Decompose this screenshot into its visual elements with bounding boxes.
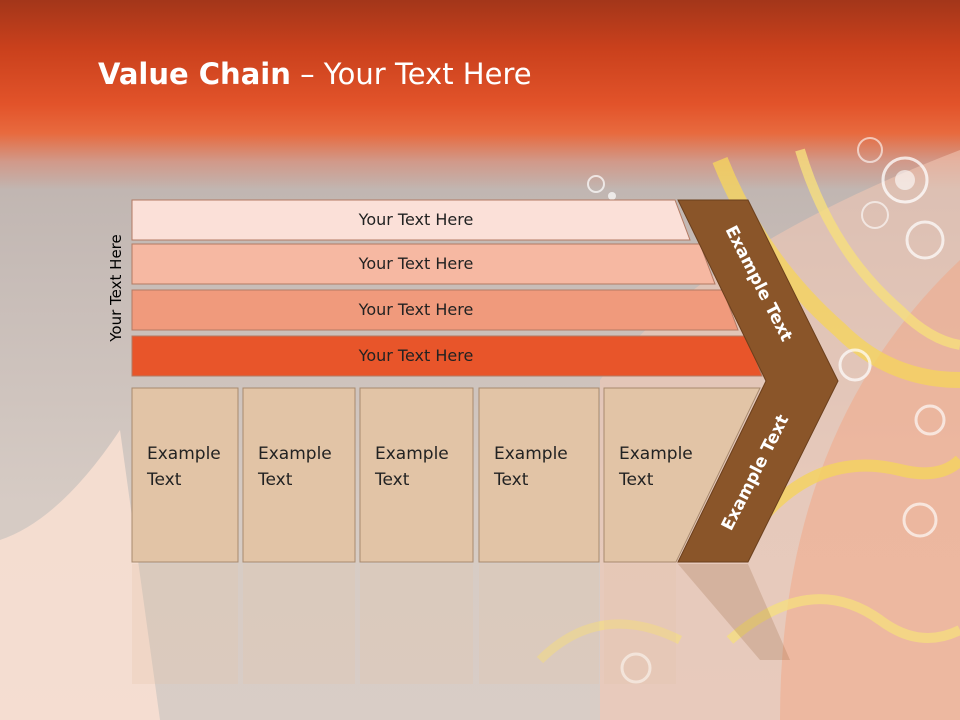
primary-box-line2-4: Text xyxy=(493,470,529,490)
slide-title: Value Chain – Your Text Here xyxy=(98,56,532,92)
primary-box-line1-4: Example xyxy=(494,444,568,464)
primary-box-line1-2: Example xyxy=(258,444,332,464)
support-row-2 xyxy=(131,243,716,285)
primary-box-reflection-4 xyxy=(479,564,599,684)
primary-box-line2-3: Text xyxy=(374,470,410,490)
title-bold: Value Chain xyxy=(98,57,291,91)
support-row-label-3: Your Text Here xyxy=(358,300,474,319)
support-row-label-1: Your Text Here xyxy=(358,210,474,229)
support-row-1 xyxy=(131,199,691,241)
primary-box-line1-5: Example xyxy=(619,444,693,464)
primary-box-line1-3: Example xyxy=(375,444,449,464)
primary-box-reflection-5 xyxy=(604,564,676,684)
primary-box-4 xyxy=(478,387,600,563)
support-row-label-4: Your Text Here xyxy=(358,346,474,365)
margin-chevron-reflection xyxy=(678,564,790,660)
primary-box-5 xyxy=(603,387,761,563)
title-rest: – Your Text Here xyxy=(290,57,532,91)
primary-box-1 xyxy=(131,387,239,563)
support-row-4 xyxy=(131,335,763,377)
primary-box-2 xyxy=(242,387,356,563)
primary-box-reflection-3 xyxy=(360,564,473,684)
primary-box-reflection-1 xyxy=(132,564,238,684)
support-row-3 xyxy=(131,289,739,331)
primary-box-line2-5: Text xyxy=(618,470,654,490)
primary-box-3 xyxy=(359,387,474,563)
primary-box-line1-1: Example xyxy=(147,444,221,464)
margin-chevron xyxy=(677,199,839,563)
primary-box-line2-2: Text xyxy=(257,470,293,490)
primary-box-line2-1: Text xyxy=(146,470,182,490)
primary-box-reflection-2 xyxy=(243,564,355,684)
support-row-label-2: Your Text Here xyxy=(358,254,474,273)
